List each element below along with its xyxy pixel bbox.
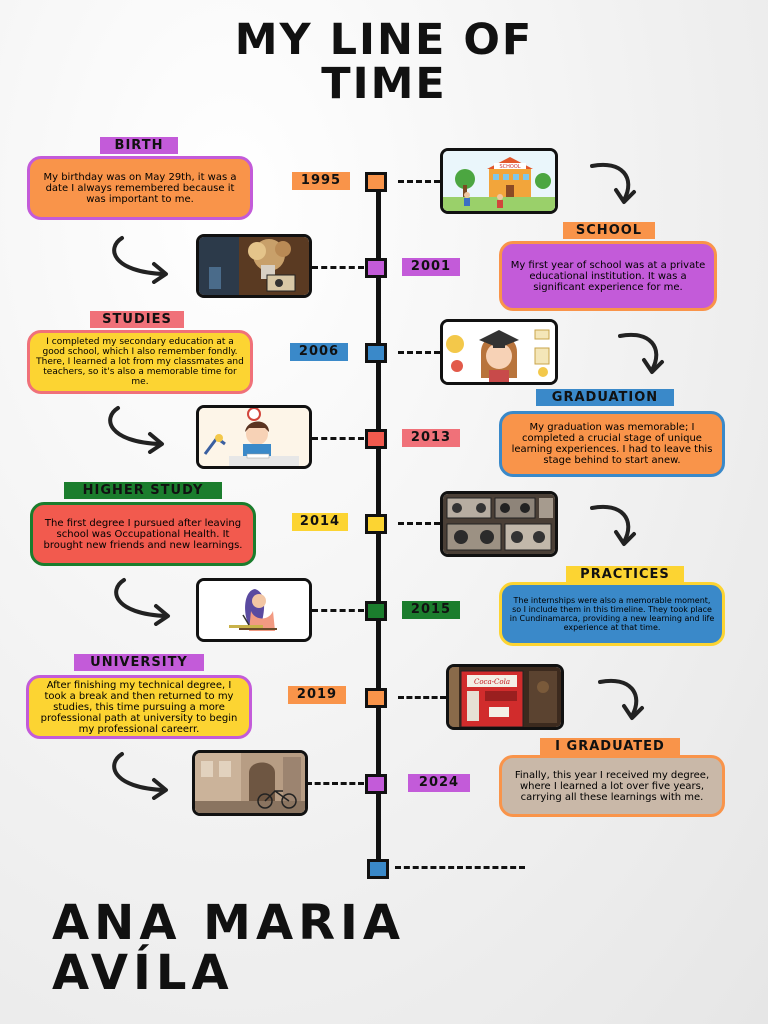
curved-arrow-icon [590,162,636,204]
studying-boy-illustration [196,405,312,469]
bicycle-street-photo [192,750,308,816]
year-2015: 2015 [402,601,460,619]
curved-arrow-icon [112,752,168,800]
curved-arrow-icon [590,504,636,546]
curved-arrow-icon [114,578,170,626]
label-graduation: GRADUATION [536,389,674,406]
dash-2024 [306,782,364,785]
author-name: ANA MARIA AVÍLA [52,898,405,998]
curved-arrow-icon [108,406,164,454]
coca-cola-machine-photo: Coca-Cola [446,664,564,730]
node-2015 [365,601,387,621]
title-line-2: TIME [321,59,447,109]
dash-2001 [312,266,364,269]
card-higher-study: The first degree I pursued after leaving… [30,502,256,566]
curved-arrow-icon [618,332,664,374]
dash-2013 [312,437,364,440]
node-1995 [365,172,387,192]
label-practices: PRACTICES [566,566,684,583]
school-sign-text: SCHOOL [499,164,520,170]
writing-woman-illustration [196,578,312,642]
timeline-end-node [367,859,389,879]
dash-2006 [398,351,440,354]
year-2014: 2014 [292,513,348,531]
year-1995: 1995 [292,172,350,190]
year-2001: 2001 [402,258,460,276]
card-practices: The internships were also a memorable mo… [499,582,725,646]
curved-arrow-icon [112,236,168,284]
label-studies: STUDIES [90,311,184,328]
label-school: SCHOOL [563,222,655,239]
cassette-recorders-photo [440,491,558,557]
card-university: After finishing my technical degree, I t… [26,675,252,739]
year-2019: 2019 [288,686,346,704]
node-2014 [365,514,387,534]
author-name-line-2: AVÍLA [52,945,234,1001]
card-i-graduated: Finally, this year I received my degree,… [499,755,725,817]
graduate-girl-illustration [440,319,558,385]
year-2013: 2013 [402,429,460,447]
coca-cola-logo-text: Coca-Cola [474,678,510,686]
node-2019 [365,688,387,708]
dash-2015 [312,609,364,612]
dash-2019 [398,696,446,699]
year-2006: 2006 [290,343,348,361]
label-i-graduated: I GRADUATED [540,738,680,755]
curved-arrow-icon [598,678,644,720]
card-studies: I completed my secondary education at a … [27,330,253,394]
school-illustration: SCHOOL [440,148,558,214]
label-birth: BIRTH [100,137,178,154]
label-higher-study: HIGHER STUDY [64,482,222,499]
node-2001 [365,258,387,278]
card-graduation: My graduation was memorable; I completed… [499,411,725,477]
page-title: MY LINE OF TIME [0,18,768,106]
node-2024 [365,774,387,794]
dash-2014 [398,522,440,525]
node-2006 [365,343,387,363]
plant-and-radio-photo [196,234,312,298]
card-birth: My birthday was on May 29th, it was a da… [27,156,253,220]
card-school: My first year of school was at a private… [499,241,717,311]
year-2024: 2024 [408,774,470,792]
label-university: UNIVERSITY [74,654,204,671]
title-line-1: MY LINE OF [234,15,534,65]
timeline-end-dash [395,866,525,869]
node-2013 [365,429,387,449]
author-name-line-1: ANA MARIA [52,895,406,951]
dash-1995 [398,180,440,183]
